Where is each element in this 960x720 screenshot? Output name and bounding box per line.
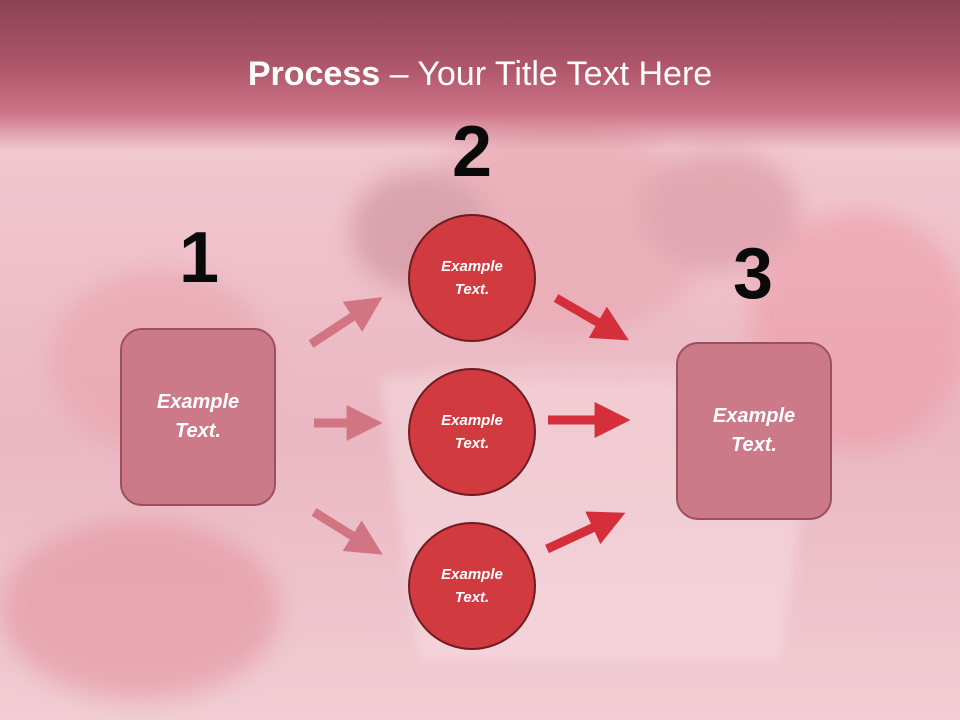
step-number-3: 3	[732, 234, 774, 314]
arrow-1-to-bottom	[311, 508, 383, 555]
arrow-top-to-3	[553, 294, 629, 341]
arrow-1-to-top	[308, 297, 383, 348]
step-1-box: Example Text.	[120, 328, 276, 506]
slide-title: Process – Your Title Text Here	[0, 52, 960, 96]
step-2-top-label: Example Text.	[441, 258, 503, 298]
step-2-bottom-label: Example Text.	[441, 566, 503, 606]
step-1-label: Example Text.	[156, 391, 240, 442]
title-rest: – Your Title Text Here	[380, 55, 713, 93]
step-2-circle-middle: Example Text.	[408, 368, 536, 496]
step-2-circle-bottom: Example Text.	[408, 522, 536, 650]
step-number-1: 1	[178, 218, 220, 298]
step-2-middle-label: Example Text.	[441, 412, 503, 452]
step-3-box: Example Text.	[676, 342, 832, 520]
arrow-bottom-to-3	[545, 511, 626, 554]
step-number-2: 2	[451, 112, 493, 192]
step-2-circle-top: Example Text.	[408, 214, 536, 342]
title-bar	[0, 0, 960, 150]
title-bold: Process	[247, 55, 381, 93]
step-3-label: Example Text.	[712, 405, 796, 456]
